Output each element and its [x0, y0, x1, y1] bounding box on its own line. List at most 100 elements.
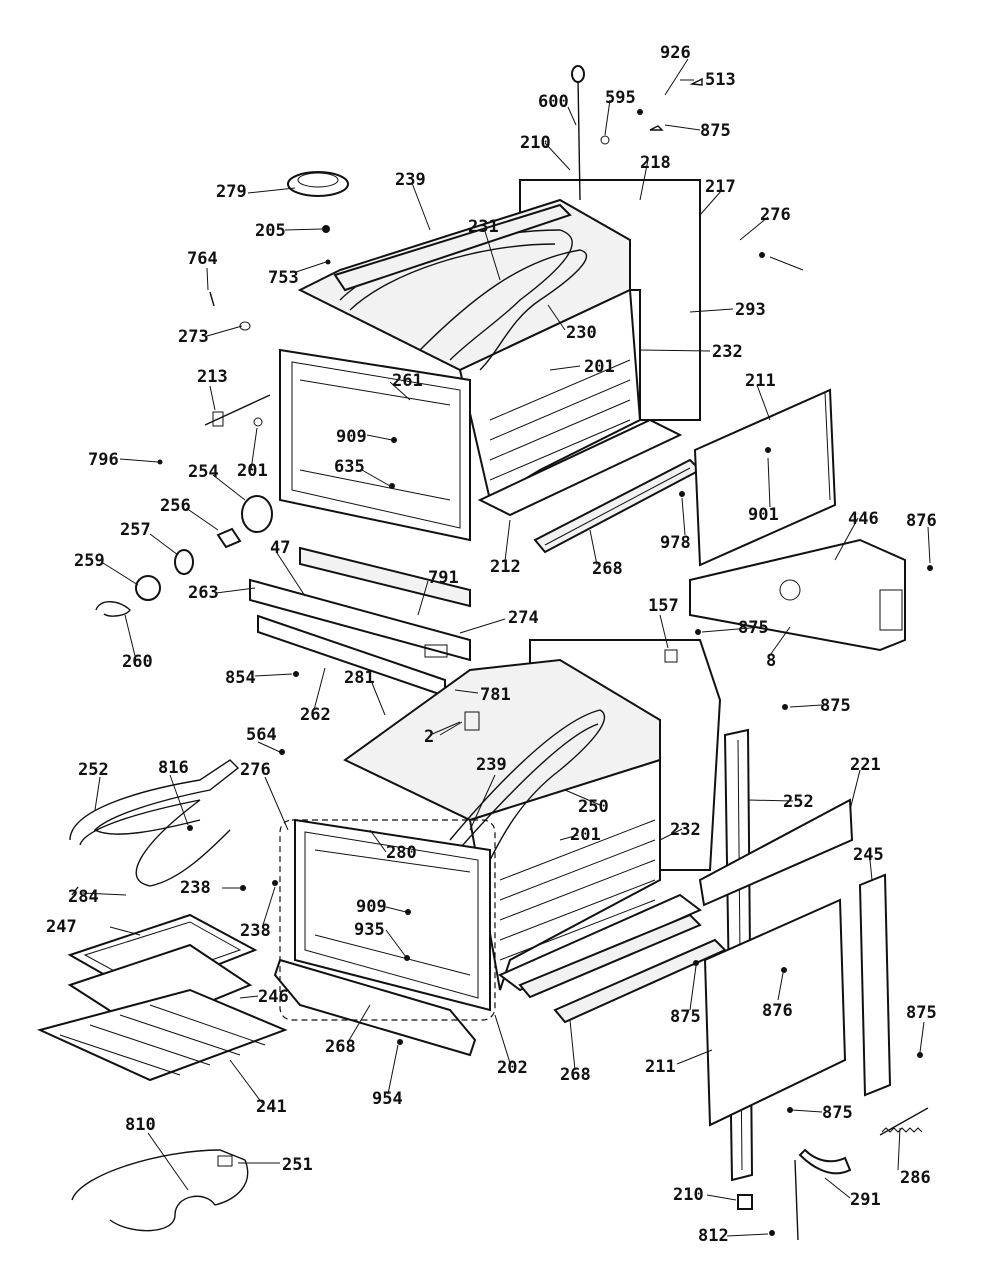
label-252b: 252 [783, 792, 814, 812]
label-281: 281 [344, 668, 375, 688]
label-286: 286 [900, 1168, 931, 1188]
label-810: 810 [125, 1115, 156, 1135]
label-875c: 875 [820, 696, 851, 716]
label-513: 513 [705, 70, 736, 90]
label-259: 259 [74, 551, 105, 571]
label-254: 254 [188, 462, 219, 482]
label-213: 213 [197, 367, 228, 387]
label-876b: 876 [762, 1001, 793, 1021]
label-293: 293 [735, 300, 766, 320]
label-217: 217 [705, 177, 736, 197]
label-241: 241 [256, 1097, 287, 1117]
label-211b: 211 [645, 1057, 676, 1077]
label-268: 268 [592, 559, 623, 579]
label-232b: 232 [670, 820, 701, 840]
part-labels: 926 513 600 595 875 210 218 217 276 279 … [46, 43, 937, 1246]
label-954: 954 [372, 1089, 403, 1109]
label-212: 212 [490, 557, 521, 577]
label-876: 876 [906, 511, 937, 531]
door-gasket [279, 819, 496, 1021]
label-279: 279 [216, 182, 247, 202]
label-262: 262 [300, 705, 331, 725]
label-875-top: 875 [700, 121, 731, 141]
label-232: 232 [712, 342, 743, 362]
label-256: 256 [160, 496, 191, 516]
label-935: 935 [354, 920, 385, 940]
label-875b: 875 [738, 618, 769, 638]
label-251: 251 [282, 1155, 313, 1175]
label-812: 812 [698, 1226, 729, 1246]
base-panel [689, 538, 906, 652]
label-250: 250 [578, 797, 609, 817]
upper-oven-cavity [279, 179, 701, 542]
upper-side-panel [693, 388, 837, 567]
label-276b: 276 [240, 760, 271, 780]
label-263: 263 [188, 583, 219, 603]
label-595: 595 [605, 88, 636, 108]
label-268c: 268 [560, 1065, 591, 1085]
label-274: 274 [508, 608, 539, 628]
label-273: 273 [178, 327, 209, 347]
label-246: 246 [258, 987, 289, 1007]
label-157: 157 [648, 596, 679, 616]
label-47: 47 [270, 538, 290, 558]
label-260: 260 [122, 652, 153, 672]
label-446: 446 [848, 509, 879, 529]
label-210: 210 [520, 133, 551, 153]
label-284: 284 [68, 887, 99, 907]
lower-burner-tubes [518, 913, 727, 1024]
label-239b: 239 [476, 755, 507, 775]
label-978: 978 [660, 533, 691, 553]
label-221: 221 [850, 755, 881, 775]
label-268b: 268 [325, 1037, 356, 1057]
lower-floor-plate [273, 958, 477, 1057]
label-635: 635 [334, 457, 365, 477]
lower-left-parts [37, 759, 288, 1232]
label-205: 205 [255, 221, 286, 241]
label-238b: 238 [240, 921, 271, 941]
label-901: 901 [748, 505, 779, 525]
control-rod [571, 65, 585, 201]
label-252: 252 [78, 760, 109, 780]
label-764: 764 [187, 249, 218, 269]
label-791: 791 [428, 568, 459, 588]
label-247: 247 [46, 917, 77, 937]
label-202: 202 [497, 1058, 528, 1078]
label-875d: 875 [670, 1007, 701, 1027]
leader-lines [81, 58, 931, 1237]
label-280: 280 [386, 843, 417, 863]
label-239: 239 [395, 170, 426, 190]
label-210b: 210 [673, 1185, 704, 1205]
label-211: 211 [745, 371, 776, 391]
label-238: 238 [180, 878, 211, 898]
label-257: 257 [120, 520, 151, 540]
label-291: 291 [850, 1190, 881, 1210]
label-218: 218 [640, 153, 671, 173]
label-875f: 875 [822, 1103, 853, 1123]
upper-small-parts [95, 171, 349, 617]
lower-oven-cavity [294, 639, 722, 1012]
lower-side-panel [698, 798, 892, 1127]
label-230: 230 [566, 323, 597, 343]
label-854: 854 [225, 668, 256, 688]
fasteners [187, 77, 933, 1236]
label-8: 8 [766, 651, 776, 671]
label-2: 2 [424, 727, 434, 747]
label-564: 564 [246, 725, 277, 745]
label-781: 781 [480, 685, 511, 705]
label-245: 245 [853, 845, 884, 865]
label-796: 796 [88, 450, 119, 470]
lower-right-parts [737, 1107, 929, 1241]
label-201c: 201 [570, 825, 601, 845]
label-753: 753 [268, 268, 299, 288]
label-261: 261 [392, 371, 423, 391]
label-875e: 875 [906, 1003, 937, 1023]
label-926: 926 [660, 43, 691, 63]
label-600: 600 [538, 92, 569, 112]
label-276: 276 [760, 205, 791, 225]
label-201: 201 [584, 357, 615, 377]
label-816: 816 [158, 758, 189, 778]
label-231: 231 [468, 217, 499, 237]
label-909: 909 [336, 427, 367, 447]
